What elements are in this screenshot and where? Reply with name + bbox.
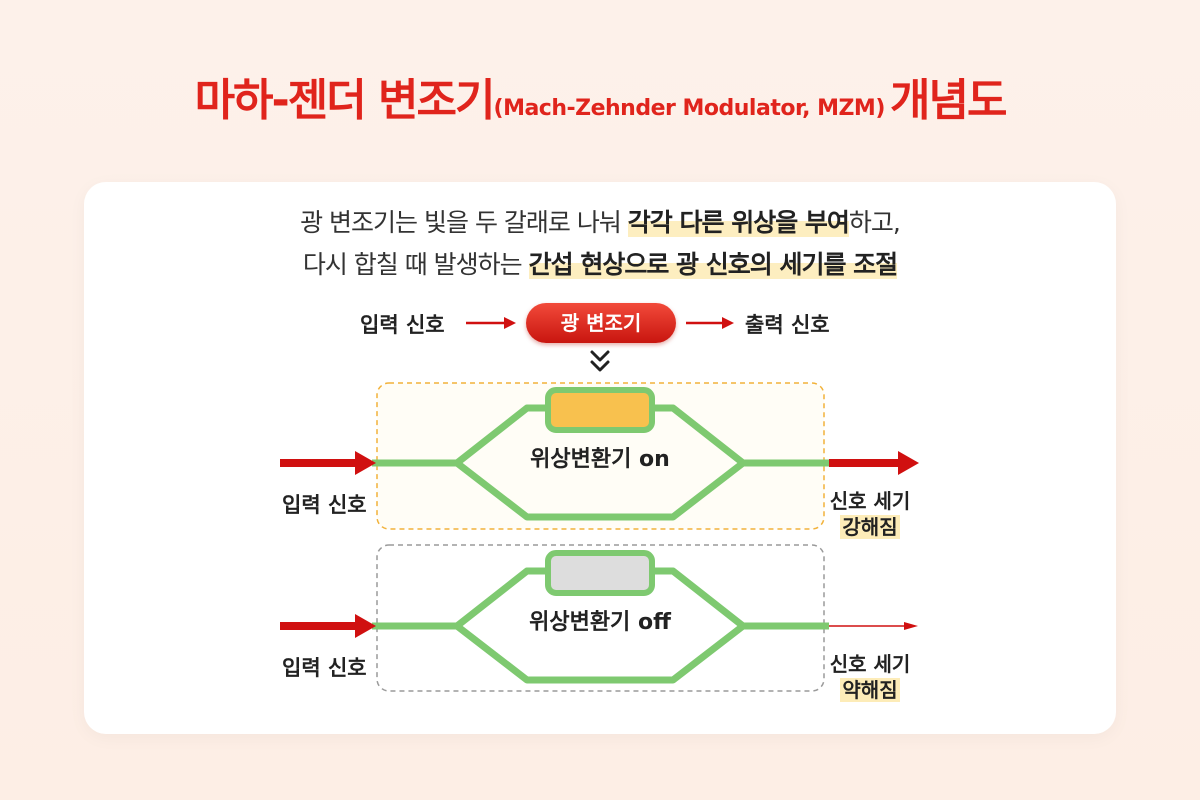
input-arrow-on — [280, 451, 376, 475]
flow-arrow-out — [686, 317, 734, 329]
desc-2-plain: 다시 합칠 때 발생하는 — [302, 250, 529, 279]
description-line-1: 광 변조기는 빛을 두 갈래로 나눠 각각 다른 위상을 부여하고, — [0, 203, 1200, 239]
result-off: 신호 세기 약해짐 — [818, 651, 922, 703]
phase-on-label: 위상변환기 on — [530, 447, 670, 472]
output-arrow-weak — [829, 622, 918, 630]
flow-input-label: 입력 신호 — [360, 313, 445, 337]
phase-on-box — [376, 382, 825, 530]
input-label-on: 입력 신호 — [282, 493, 367, 517]
input-label-off: 입력 신호 — [282, 656, 367, 680]
flow-output-label: 출력 신호 — [745, 313, 830, 337]
title-suffix: 개념도 — [889, 75, 1007, 126]
description-line-2: 다시 합칠 때 발생하는 간섭 현상으로 광 신호의 세기를 조절 — [0, 245, 1200, 281]
desc-1-highlight: 각각 다른 위상을 부여 — [627, 208, 850, 237]
flow-arrow-in — [466, 317, 516, 329]
chevron-down-icon — [590, 350, 610, 372]
desc-1-end: 하고, — [848, 208, 901, 237]
result-on-line1: 신호 세기 — [829, 489, 911, 513]
phase-shifter-off — [545, 550, 655, 596]
title-paren: (Mach-Zehnder Modulator, MZM) — [493, 96, 886, 121]
result-off-line1: 신호 세기 — [829, 652, 911, 676]
modulator-pill: 광 변조기 — [526, 303, 676, 343]
result-off-line2: 약해짐 — [840, 678, 900, 702]
desc-2-highlight: 간섭 현상으로 광 신호의 세기를 조절 — [528, 250, 898, 279]
result-on-line2: 강해짐 — [840, 515, 900, 539]
result-on: 신호 세기 강해짐 — [818, 488, 922, 540]
output-arrow-strong — [829, 451, 919, 475]
phase-off-label: 위상변환기 off — [529, 610, 671, 635]
title-main: 마하-젠더 변조기 — [194, 75, 496, 126]
phase-shifter-on — [545, 387, 655, 433]
desc-1-plain: 광 변조기는 빛을 두 갈래로 나눠 — [300, 208, 628, 237]
input-arrow-off — [280, 614, 376, 638]
page-title: 마하-젠더 변조기(Mach-Zehnder Modulator, MZM) 개… — [0, 64, 1200, 128]
